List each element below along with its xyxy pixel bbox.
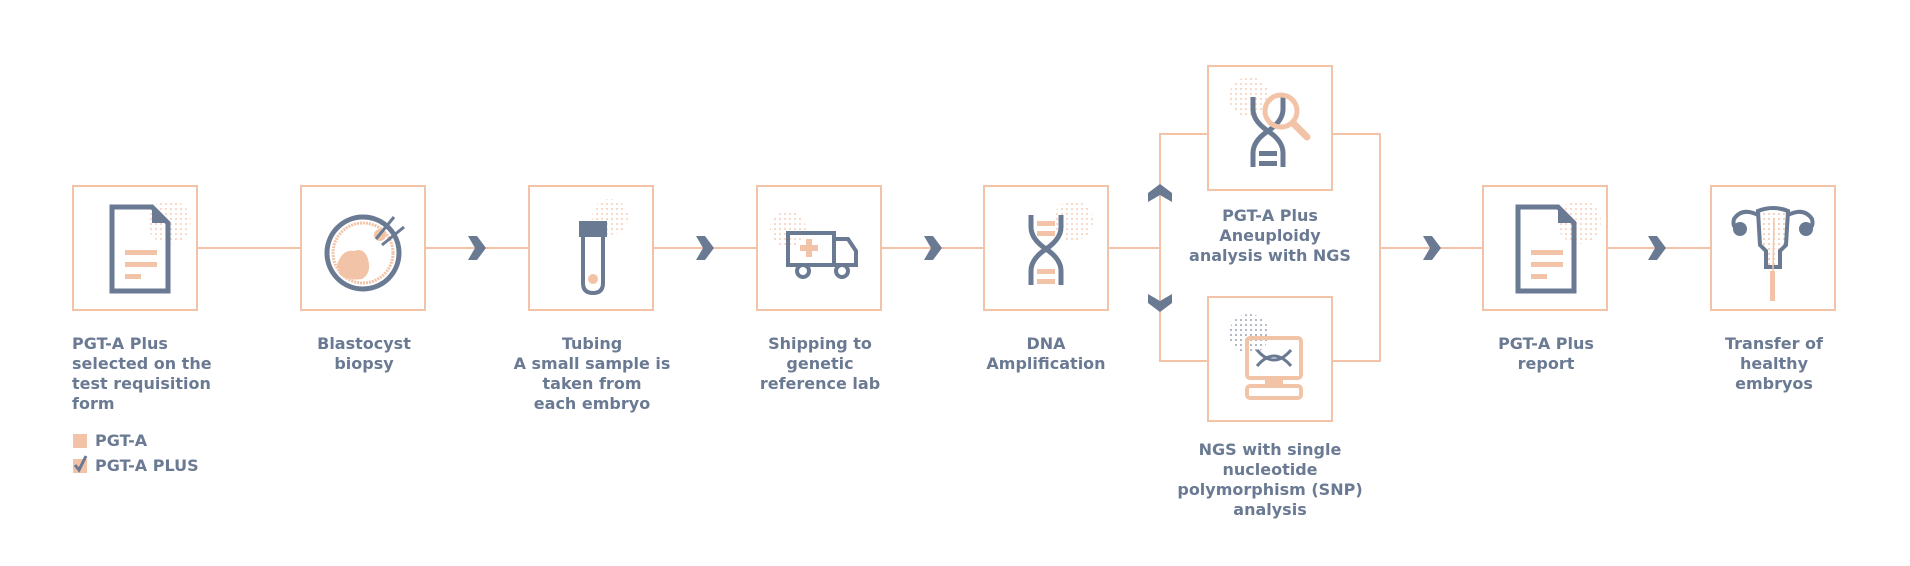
step-aneuploidy-box <box>1207 65 1333 191</box>
step-tubing-box <box>528 185 654 311</box>
connector-line <box>1160 360 1208 362</box>
chevron-right-icon <box>696 236 714 260</box>
uterus-icon <box>1731 206 1815 301</box>
chevron-down-icon <box>1148 294 1172 312</box>
chevron-right-icon <box>1423 236 1441 260</box>
chevron-right-icon <box>468 236 486 260</box>
branch-line-left <box>1159 133 1161 362</box>
checkbox-box-checked <box>73 454 88 473</box>
chevron-up-icon <box>1148 184 1172 202</box>
checkbox-pgt-a-plus: PGT-A PLUS <box>73 454 199 475</box>
step-snp-label: NGS with single nucleotide polymorphism … <box>1177 440 1363 519</box>
dna-icon <box>1028 201 1093 285</box>
document-icon <box>109 200 191 294</box>
step-biopsy-box <box>300 185 426 311</box>
connector-line <box>1108 247 1160 249</box>
step-biopsy-label: Blastocyst biopsy <box>317 334 411 373</box>
ambulance-truck-icon <box>770 211 858 279</box>
connector-line <box>1332 360 1380 362</box>
step-tubing-label: Tubing A small sample is taken from each… <box>513 334 671 413</box>
step-requisition-box <box>72 185 198 311</box>
chevron-right-icon <box>924 236 942 260</box>
dna-magnifier-icon <box>1229 77 1311 167</box>
document-icon <box>1515 200 1601 294</box>
step-amplification-label: DNA Amplification <box>986 334 1106 373</box>
step-snp-box <box>1207 296 1333 422</box>
checkmark-icon <box>73 454 88 473</box>
step-shipping-box <box>756 185 882 311</box>
blastocyst-biopsy-icon <box>324 214 405 292</box>
connector-line <box>1332 133 1380 135</box>
step-shipping-label: Shipping to genetic reference lab <box>759 334 881 393</box>
chevron-right-icon <box>1648 236 1666 260</box>
step-report-label: PGT-A Plus report <box>1498 334 1594 373</box>
step-transfer-label: Transfer of healthy embryos <box>1725 334 1823 393</box>
connector-line <box>198 247 302 249</box>
checkbox-box <box>73 433 87 448</box>
test-tube-icon <box>579 199 628 296</box>
step-transfer-box <box>1710 185 1836 311</box>
step-aneuploidy-label: PGT-A Plus Aneuploidy analysis with NGS <box>1189 206 1351 265</box>
step-requisition-label: PGT-A Plus selected on the test requisit… <box>72 334 212 413</box>
step-report-box <box>1482 185 1608 311</box>
step-amplification-box <box>983 185 1109 311</box>
connector-line <box>1160 133 1208 135</box>
checkbox-pgt-a: PGT-A <box>73 431 147 450</box>
computer-dna-icon <box>1229 314 1303 400</box>
